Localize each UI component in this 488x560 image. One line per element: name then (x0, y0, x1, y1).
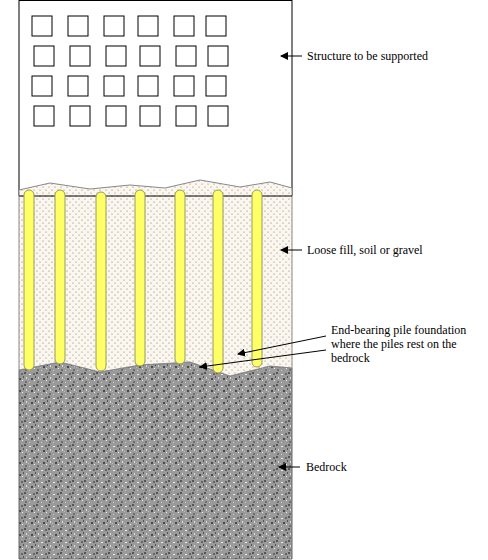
window (104, 16, 124, 36)
window (34, 106, 54, 126)
bedrock (19, 362, 292, 559)
window (140, 46, 160, 66)
window (32, 16, 52, 36)
pile (175, 190, 185, 364)
window (138, 76, 158, 96)
window (208, 106, 228, 126)
loose-fill-soil (19, 180, 292, 376)
pile-label: End-bearing pile foundation where the pi… (331, 323, 481, 365)
window (176, 46, 196, 66)
pile (213, 190, 223, 373)
leader-arrow (200, 350, 326, 367)
bedrock-label: Bedrock (306, 460, 476, 474)
soil-label: Loose fill, soil or gravel (307, 243, 482, 257)
window (68, 16, 88, 36)
window (174, 16, 194, 36)
window (206, 16, 226, 36)
window (174, 76, 194, 96)
pile (24, 190, 34, 370)
pile (55, 190, 65, 364)
window (70, 106, 90, 126)
window (34, 46, 54, 66)
pile (96, 192, 106, 371)
piles (24, 190, 262, 373)
structure-label: Structure to be supported (307, 49, 482, 63)
window (206, 76, 226, 96)
pile (252, 190, 262, 367)
window (70, 46, 90, 66)
structure-outline (19, 1, 292, 196)
leader-arrow (281, 56, 302, 57)
leader-arrow (281, 250, 302, 251)
window (32, 76, 52, 96)
window (68, 76, 88, 96)
window (140, 106, 160, 126)
window (208, 46, 228, 66)
window (104, 76, 124, 96)
window (106, 46, 126, 66)
pile (135, 190, 145, 366)
leader-arrow (279, 467, 300, 468)
window (138, 16, 158, 36)
window (176, 106, 196, 126)
window (106, 106, 126, 126)
window-grid (32, 16, 228, 126)
